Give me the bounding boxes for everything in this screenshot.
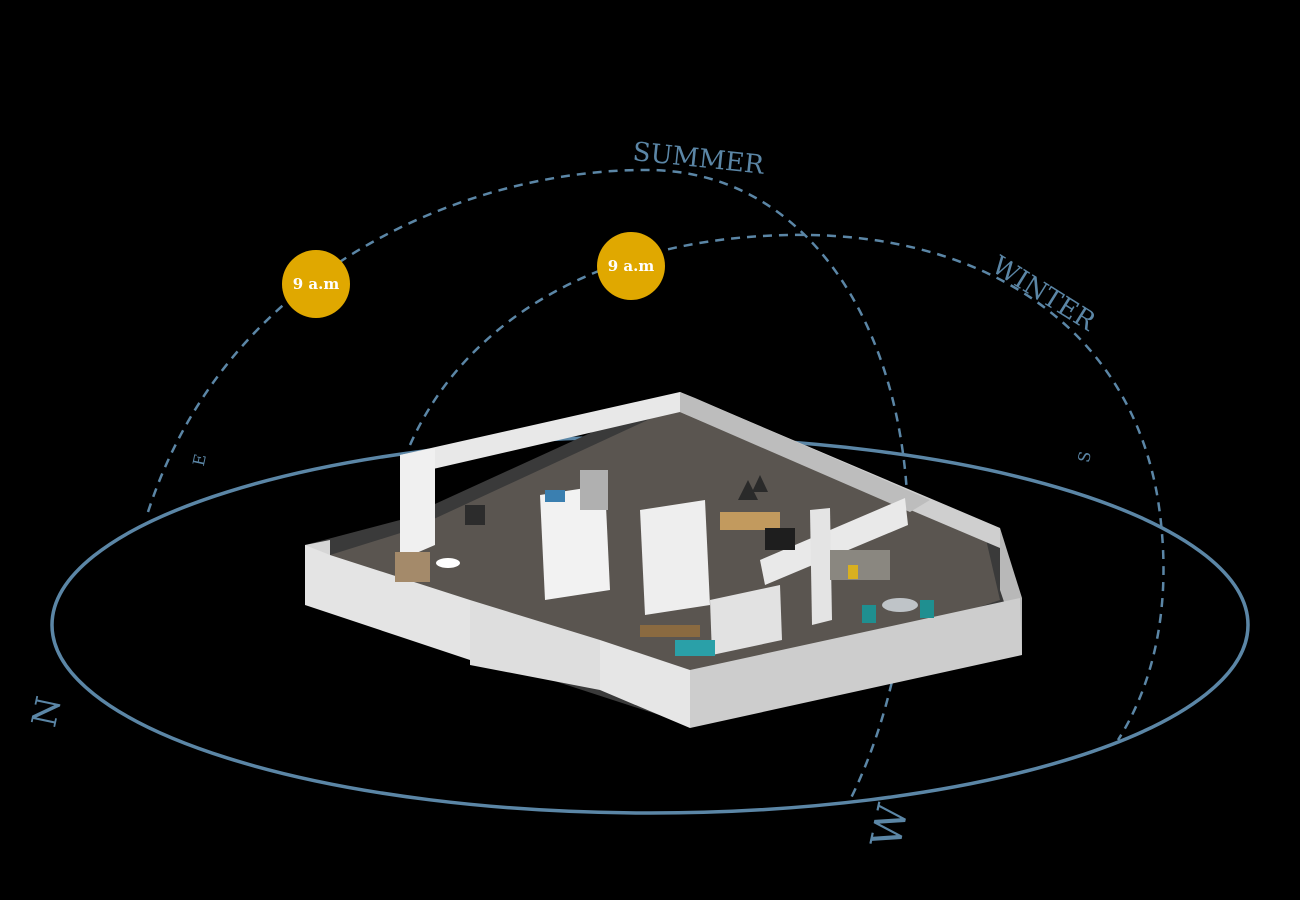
- compass-east-label: E: [189, 452, 210, 467]
- summer-label: SUMMER: [631, 137, 766, 181]
- compass-south-label: S: [1074, 450, 1095, 465]
- sun-time-label: 9 a.m: [293, 275, 340, 293]
- sun-time-label: 9 a.m: [608, 257, 655, 275]
- sun-marker-winter: 9 a.m: [597, 232, 665, 300]
- apartment-floor-plan-illustration: [305, 392, 1022, 728]
- compass-west-label: W: [861, 799, 918, 852]
- sun-icon: [282, 250, 350, 318]
- compass-north-label: N: [24, 693, 69, 730]
- sun-icon: [597, 232, 665, 300]
- winter-label: WINTER: [986, 250, 1101, 337]
- winter-sun-path: [408, 233, 1165, 741]
- sun-marker-summer: 9 a.m: [282, 250, 350, 318]
